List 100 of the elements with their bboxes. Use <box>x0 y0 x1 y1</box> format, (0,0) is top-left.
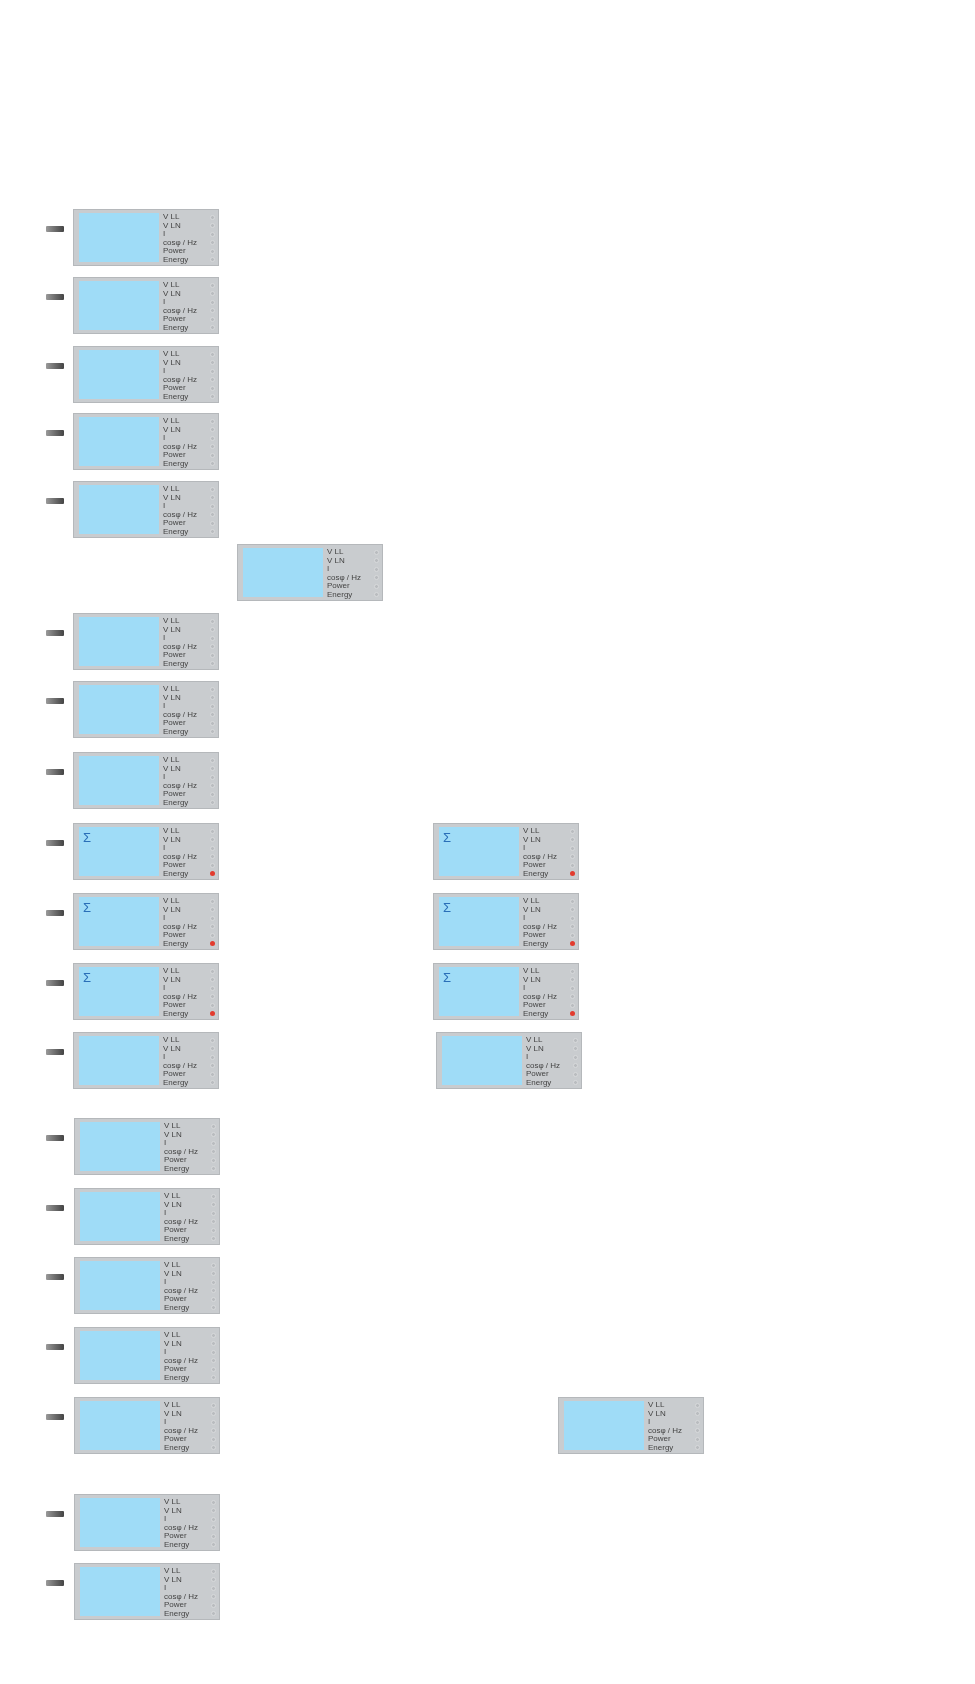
indicator-label: Power <box>163 384 186 393</box>
indicator-label: Energy <box>163 869 189 878</box>
indicator-label: V LN <box>164 1269 182 1278</box>
indicator-label: I <box>163 773 166 782</box>
indicator-label: Energy <box>523 939 549 948</box>
indicator-label: I <box>164 1209 167 1218</box>
indicator-label: V LL <box>648 1401 665 1410</box>
sigma-symbol: Σ <box>83 831 92 844</box>
indicator-label: I <box>163 702 166 711</box>
indicator-label: cosφ / Hz <box>163 510 198 519</box>
indicator-label: Energy <box>163 939 189 948</box>
indicator-label: Energy <box>163 527 189 536</box>
meter-display-panel <box>73 481 219 538</box>
indicator-label: V LL <box>164 1122 181 1131</box>
indicator-label: cosφ / Hz <box>163 852 198 861</box>
indicator-label: Power <box>164 1601 187 1610</box>
sigma-symbol: Σ <box>443 971 452 984</box>
indicator-label: V LN <box>163 221 181 230</box>
indicator-label: I <box>526 1053 529 1062</box>
indicator-label: V LL <box>164 1192 181 1201</box>
indicator-label: Energy <box>523 869 549 878</box>
indicator-label: cosφ / Hz <box>164 1356 199 1365</box>
indicator-label: V LN <box>526 1044 544 1053</box>
indicator-label: V LL <box>164 1261 181 1270</box>
indicator-label: cosφ / Hz <box>648 1426 683 1435</box>
meter-display-panel <box>73 1032 219 1089</box>
meter-display-panel <box>74 1494 220 1551</box>
indicator-label: V LN <box>163 835 181 844</box>
indicator-label: V LL <box>327 548 344 557</box>
indicator-label: V LN <box>163 425 181 434</box>
meter-display-panel <box>73 209 219 266</box>
indicator-label: Power <box>163 931 186 940</box>
indicator-label: cosφ / Hz <box>163 375 198 384</box>
indicator-label: V LL <box>163 897 180 906</box>
meter-display-panel <box>74 1327 220 1384</box>
meter-display-panel <box>433 823 579 880</box>
indicator-label: V LL <box>163 756 180 765</box>
indicator-label: Power <box>164 1435 187 1444</box>
indicator-label: Energy <box>164 1443 190 1452</box>
indicator-label: cosφ / Hz <box>526 1061 561 1070</box>
indicator-label: I <box>164 1515 167 1524</box>
indicator-label: V LN <box>164 1200 182 1209</box>
indicator-label: V LN <box>648 1409 666 1418</box>
indicator-label: I <box>648 1418 651 1427</box>
indicator-label: I <box>523 914 526 923</box>
indicator-label: Energy <box>163 1078 189 1087</box>
sigma-symbol: Σ <box>83 901 92 914</box>
indicator-label: V LN <box>523 905 541 914</box>
meter-display-panel <box>73 893 219 950</box>
indicator-label: V LL <box>163 350 180 359</box>
indicator-label: cosφ / Hz <box>164 1286 199 1295</box>
indicator-label: cosφ / Hz <box>163 781 198 790</box>
meter-display-panel <box>73 277 219 334</box>
meter-display-panel <box>74 1188 220 1245</box>
meter-display-panel <box>74 1118 220 1175</box>
indicator-label: Energy <box>163 392 189 401</box>
indicator-label: Power <box>523 1001 546 1010</box>
indicator-label: Power <box>163 247 186 256</box>
indicator-label: I <box>164 1278 167 1287</box>
indicator-label: V LL <box>163 281 180 290</box>
indicator-label: Power <box>648 1435 671 1444</box>
indicator-label: V LN <box>164 1409 182 1418</box>
indicator-label: V LL <box>163 827 180 836</box>
indicator-label: V LL <box>523 967 540 976</box>
indicator-label: V LN <box>523 835 541 844</box>
indicator-label: cosφ / Hz <box>163 306 198 315</box>
indicator-label: V LN <box>163 289 181 298</box>
indicator-label: Energy <box>327 590 353 599</box>
indicator-label: V LL <box>163 485 180 494</box>
indicator-label: V LN <box>163 693 181 702</box>
indicator-label: I <box>164 1139 167 1148</box>
indicator-label: cosφ / Hz <box>163 238 198 247</box>
meter-display-panel <box>73 681 219 738</box>
indicator-label: cosφ / Hz <box>523 922 558 931</box>
indicator-label: V LN <box>164 1575 182 1584</box>
indicator-label: I <box>163 434 166 443</box>
indicator-label: Power <box>327 582 350 591</box>
indicator-label: I <box>163 1053 166 1062</box>
indicator-label: Power <box>164 1156 187 1165</box>
indicator-label: Energy <box>164 1540 190 1549</box>
meter-display-panel <box>73 823 219 880</box>
indicator-label: Energy <box>163 659 189 668</box>
indicator-label: I <box>163 914 166 923</box>
indicator-label: cosφ / Hz <box>163 1061 198 1070</box>
indicator-label: I <box>327 565 330 574</box>
meter-display-panel <box>74 1257 220 1314</box>
sigma-symbol: Σ <box>443 901 452 914</box>
meter-display-panel <box>73 752 219 809</box>
indicator-label: cosφ / Hz <box>163 710 198 719</box>
indicator-label: I <box>163 984 166 993</box>
indicator-label: Power <box>164 1295 187 1304</box>
indicator-label: cosφ / Hz <box>164 1592 199 1601</box>
indicator-label: Power <box>163 1070 186 1079</box>
indicator-label: I <box>164 1418 167 1427</box>
sigma-symbol: Σ <box>443 831 452 844</box>
indicator-label: V LL <box>163 417 180 426</box>
indicator-label: cosφ / Hz <box>163 992 198 1001</box>
meter-display-panel <box>73 963 219 1020</box>
indicator-label: V LL <box>163 1036 180 1045</box>
indicator-label: V LN <box>164 1130 182 1139</box>
